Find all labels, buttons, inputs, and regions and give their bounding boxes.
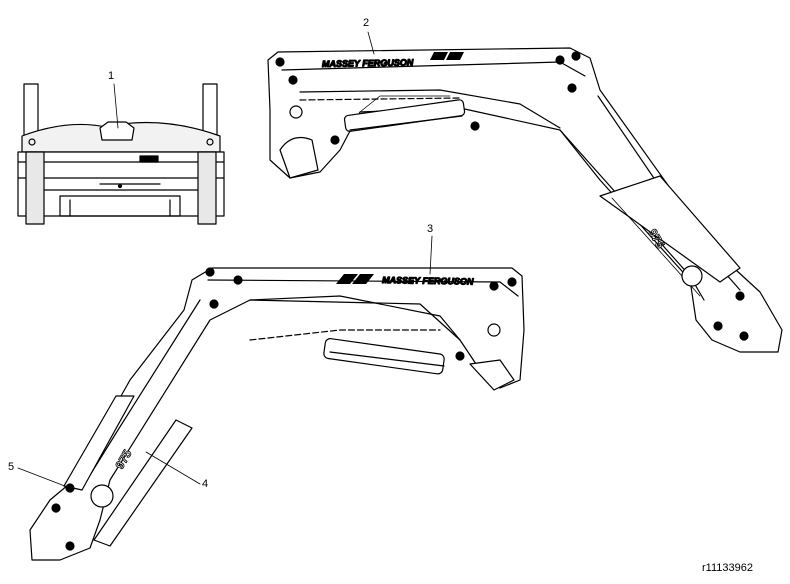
callout-1: 1: [108, 70, 115, 82]
callout-5: 5: [8, 461, 15, 473]
loader-arm-left: MASSEY FERGUSON 975: [17, 235, 525, 561]
callout-2: 2: [363, 17, 370, 29]
decal-brand-lower: MASSEY FERGUSON: [382, 275, 474, 287]
figure-reference-code: r11133962: [702, 562, 753, 574]
decal-brand-upper: MASSEY FERGUSON: [322, 57, 414, 69]
front-view-frame: [17, 83, 225, 225]
callout-4: 4: [202, 478, 209, 490]
callout-3: 3: [427, 223, 434, 235]
loader-arm-right: MASSEY FERGUSON 975: [267, 31, 783, 353]
